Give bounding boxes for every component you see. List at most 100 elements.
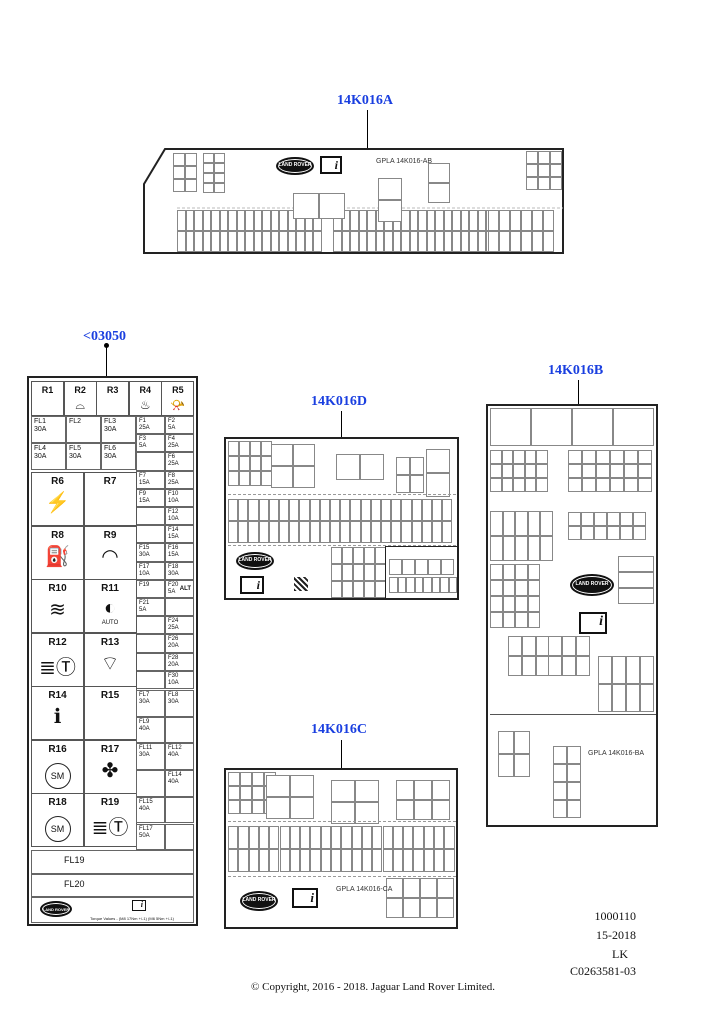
fuse-slot	[536, 464, 548, 478]
leader-dot	[104, 343, 109, 348]
manual-info-icon: i	[320, 156, 342, 174]
fuse-slot	[567, 746, 581, 764]
fuse-slot	[228, 210, 237, 231]
fuse-slot	[543, 210, 554, 231]
fuse-slot	[279, 849, 290, 872]
fuse-slot	[640, 656, 654, 684]
fuse-slot	[367, 210, 376, 231]
fuse-slot	[620, 526, 633, 540]
fuse-id: F20	[168, 581, 179, 588]
empty-fuse-slot	[136, 670, 165, 689]
fuse-slot	[203, 153, 214, 163]
fuse-slot	[361, 849, 373, 872]
fuse-slot	[319, 521, 330, 543]
fuse-slot	[341, 849, 352, 872]
fuse-rating: 30A	[104, 453, 117, 460]
fuse-slot	[203, 173, 214, 183]
fuse-slot	[567, 764, 581, 782]
fuse-slot	[490, 408, 531, 446]
fuse-slot	[271, 466, 293, 488]
fuse-slot	[576, 656, 590, 676]
fuse-slot	[460, 231, 469, 252]
fuse-slot	[477, 231, 486, 252]
fuse-slot	[502, 564, 515, 580]
fuse-id: F28	[168, 654, 179, 661]
fuse-slot	[513, 478, 525, 492]
fuse-slot	[240, 772, 252, 786]
fuse-slot	[401, 231, 410, 252]
fuse-slot	[361, 826, 373, 849]
fuse-slot	[582, 450, 596, 464]
divider	[228, 876, 456, 877]
rear-fog-lamp-icon: ≣Ⓣ	[39, 656, 76, 679]
fuse-slot	[290, 797, 314, 819]
fuse-slot	[290, 775, 314, 797]
fuse-slot	[202, 231, 211, 252]
fuse-slot	[389, 577, 398, 593]
fuse-slot	[309, 521, 320, 543]
empty-fuse-slot	[136, 525, 165, 544]
qr-code	[294, 577, 308, 591]
fuse-slot	[340, 499, 351, 521]
relay-label: R2	[74, 385, 86, 395]
fuse-slot	[490, 464, 502, 478]
fuse-slot	[515, 612, 528, 628]
fuse-slot	[253, 231, 262, 252]
relay-r4: R4♨	[128, 381, 162, 416]
fuse-slot	[392, 231, 401, 252]
relay-r6: R6⚡	[31, 472, 84, 526]
fuse-rating: 25A	[168, 443, 179, 450]
fuse-id: FL17	[139, 825, 153, 832]
fuse-slot	[299, 499, 310, 521]
fuse-rating: 30A	[139, 752, 150, 759]
fuse-slot	[527, 580, 540, 596]
fuse-slot	[610, 450, 624, 464]
divider	[228, 821, 456, 822]
fuse-slot	[581, 512, 594, 526]
fuse-slot	[396, 475, 410, 493]
fuse-slot	[396, 800, 414, 820]
relay-r7: R7	[83, 472, 137, 526]
relay-label: R15	[100, 690, 120, 701]
fuse-slot	[418, 231, 427, 252]
fuse-slot	[300, 826, 311, 849]
fuse-slot	[568, 512, 581, 526]
fuse-slot	[382, 849, 393, 872]
relay-label: R8	[51, 529, 64, 541]
relay-label: R1	[41, 385, 54, 395]
fuse-slot	[358, 210, 367, 231]
fuse-slot	[435, 231, 444, 252]
fuse-slot	[370, 521, 381, 543]
fuse-id: F9	[139, 490, 147, 497]
fuse-slot	[203, 183, 214, 193]
fuse-slot	[300, 849, 311, 872]
fuse-slot	[271, 444, 293, 466]
fuse-slot	[185, 210, 194, 231]
fuse-slot	[444, 826, 455, 849]
label-14k016d: 14K016D	[311, 394, 367, 409]
horn-icon: 📯	[170, 398, 186, 412]
fuse-slot	[320, 849, 331, 872]
fuse-slot	[211, 210, 220, 231]
fuse-slot	[214, 173, 225, 183]
fuse-slot	[378, 200, 402, 222]
fuse-slot	[262, 231, 271, 252]
fuse-slot	[381, 521, 392, 543]
fuse-slot	[527, 564, 540, 580]
fuse-slot	[428, 559, 441, 575]
fuse-slot	[524, 478, 536, 492]
fuse-slot	[289, 499, 300, 521]
fuse-slot	[402, 559, 415, 575]
fuse-slot	[488, 210, 499, 231]
fuse-slot	[607, 526, 620, 540]
fuse-slot	[490, 580, 503, 596]
fuse-slot	[618, 588, 654, 604]
fuse-slot	[526, 164, 538, 177]
fuse-rating: 15A	[168, 534, 179, 541]
fuse-rating: 40A	[168, 779, 179, 786]
fuse-slot	[515, 564, 528, 580]
